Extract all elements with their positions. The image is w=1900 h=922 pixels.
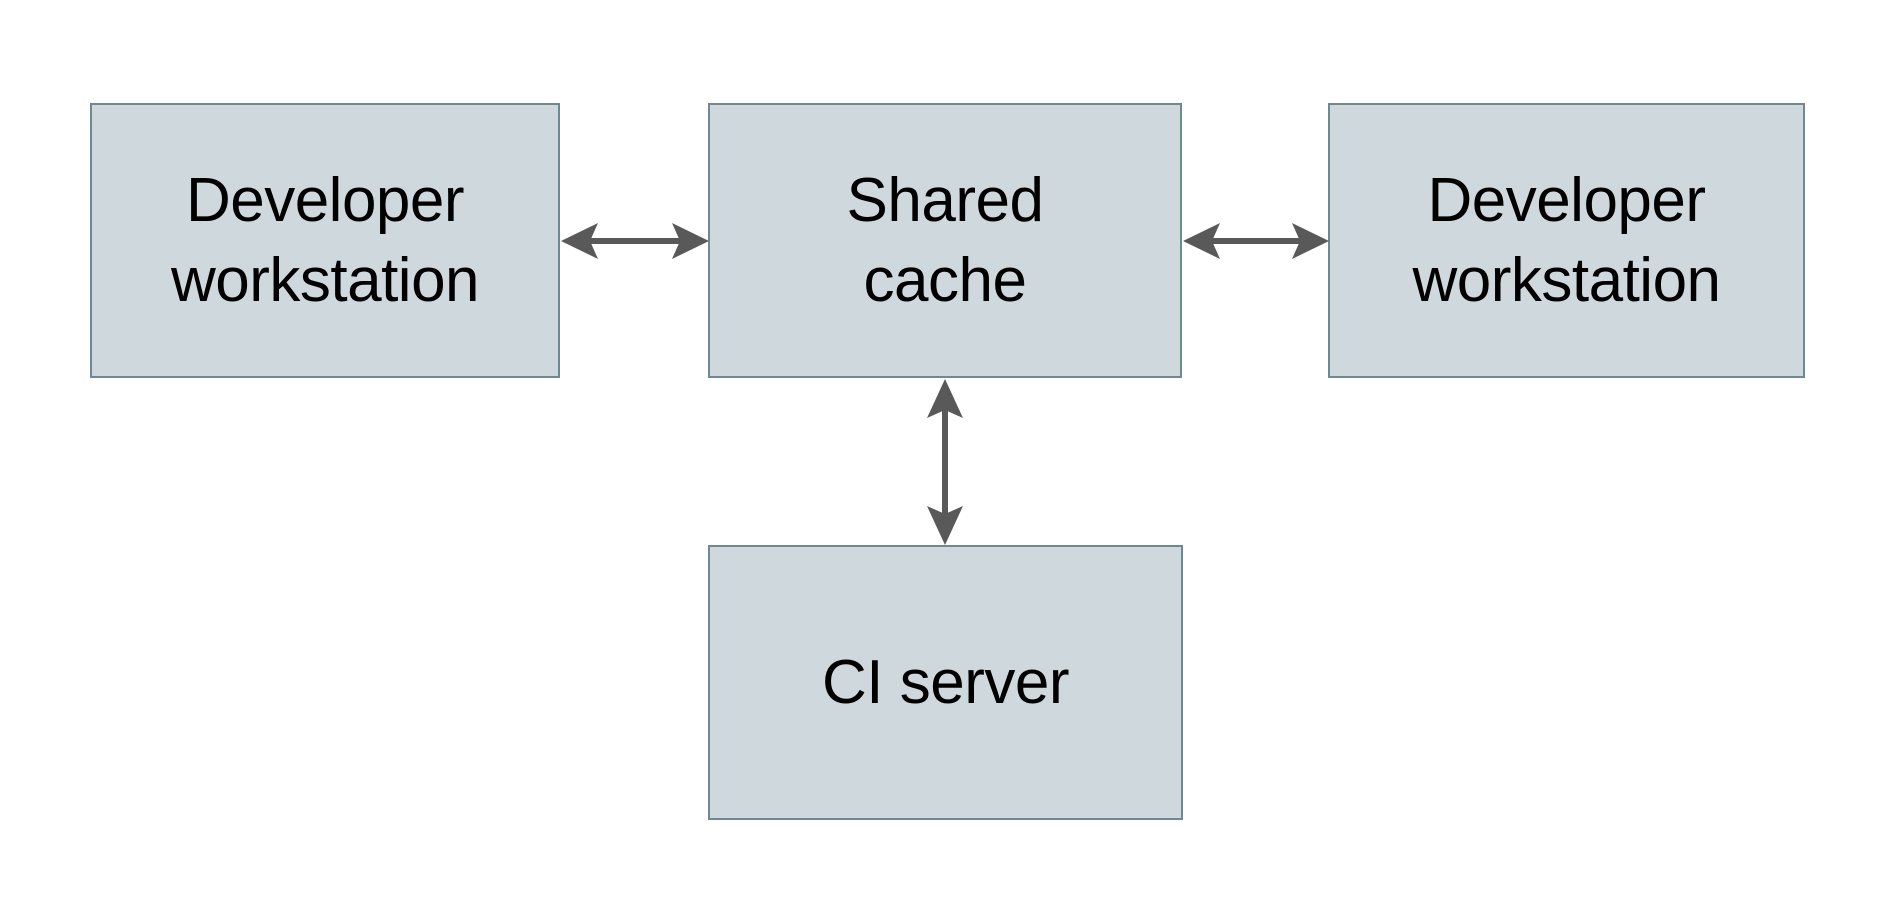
node-dev-workstation-right[interactable]: Developer workstation (1328, 103, 1805, 378)
node-label: CI server (822, 647, 1069, 717)
node-label: Developer workstation (1412, 166, 1721, 315)
node-label: Developer workstation (170, 166, 480, 315)
node-dev-workstation-left[interactable]: Developer workstation (90, 103, 560, 378)
node-label: Shared cache (846, 166, 1044, 315)
double-arrow-vertical-icon (927, 379, 963, 545)
connector-cache-to-ci-server[interactable] (918, 376, 972, 548)
connector-left-workstation-to-cache[interactable] (558, 214, 712, 268)
connector-cache-to-right-workstation[interactable] (1180, 214, 1332, 268)
node-ci-server[interactable]: CI server (708, 545, 1183, 820)
double-arrow-horizontal-icon (1183, 223, 1329, 259)
double-arrow-horizontal-icon (561, 223, 709, 259)
node-shared-cache[interactable]: Shared cache (708, 103, 1182, 378)
